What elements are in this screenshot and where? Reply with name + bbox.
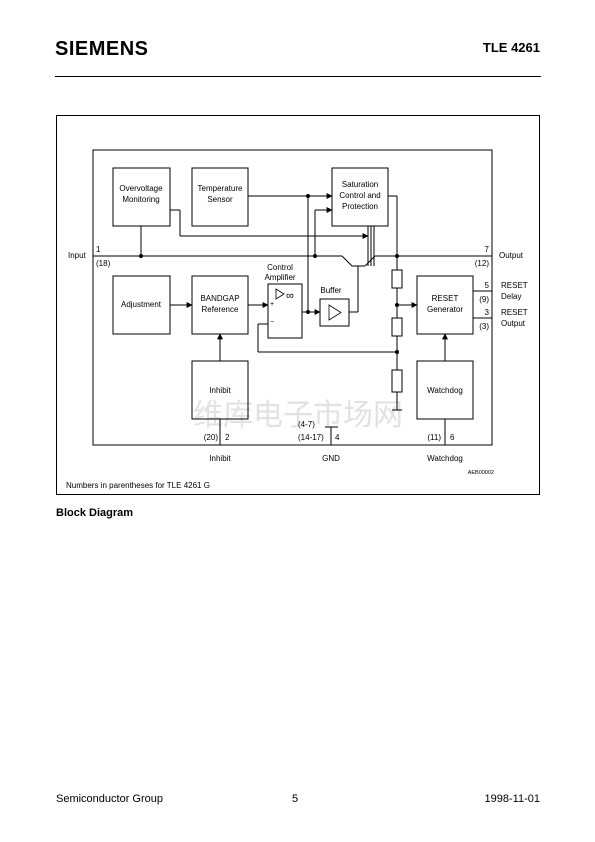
gnd-pin-alt-1: (4-7) — [298, 420, 315, 429]
svg-text:+: + — [270, 301, 274, 308]
output-label: Output — [499, 251, 524, 260]
pin-labels: Input 1 (18) Output 7 (12) 5 (9) RESET D… — [68, 245, 528, 463]
input-pin-number: 1 — [96, 245, 101, 254]
reset-output-label-2: Output — [501, 319, 526, 328]
company-logo: SIEMENS — [55, 38, 149, 60]
buffer-block: Buffer — [319, 286, 350, 327]
watchdog-pin-number: 6 — [450, 433, 455, 442]
reset-output-pin-number: 3 — [485, 308, 490, 317]
output-pin-alt: (12) — [475, 259, 490, 268]
figure-caption: Block Diagram — [56, 507, 134, 519]
figure-note: Numbers in parentheses for TLE 4261 G — [66, 481, 210, 490]
output-pin-number: 7 — [485, 245, 490, 254]
footer-page-number: 5 — [292, 793, 299, 805]
input-label: Input — [68, 251, 87, 260]
svg-text:Inhibit: Inhibit — [209, 386, 231, 395]
wiring — [93, 193, 492, 445]
inhibit-pin-number: 2 — [225, 433, 230, 442]
reset-output-pin-alt: (3) — [479, 322, 489, 331]
header-rule — [55, 76, 541, 77]
inhibit-pin-alt: (20) — [204, 433, 219, 442]
footer-date: 1998-11-01 — [484, 793, 540, 805]
svg-text:Adjustment: Adjustment — [121, 300, 162, 309]
svg-text:Watchdog: Watchdog — [427, 386, 463, 395]
watchdog-pin-label: Watchdog — [427, 454, 463, 463]
svg-text:Buffer: Buffer — [320, 286, 342, 295]
reset-delay-pin-number: 5 — [485, 281, 490, 290]
svg-text:−: − — [270, 319, 274, 326]
reset-output-label-1: RESET — [501, 308, 528, 317]
watchdog-block: Watchdog — [416, 360, 474, 420]
reset-delay-label-2: Delay — [501, 292, 521, 301]
gnd-pin-alt-2: (14-17) — [298, 433, 324, 442]
adjustment-block: Adjustment — [112, 275, 171, 335]
gnd-pin-label: GND — [322, 454, 340, 463]
watermark: 维库电子市场网 — [193, 399, 403, 432]
reset-delay-label-1: RESET — [501, 281, 528, 290]
inhibit-pin-label: Inhibit — [209, 454, 231, 463]
svg-text:∞: ∞ — [286, 290, 294, 302]
reset-delay-pin-alt: (9) — [479, 295, 489, 304]
figure-frame — [56, 115, 540, 495]
input-pin-alt: (18) — [96, 259, 111, 268]
part-number: TLE 4261 — [482, 40, 540, 55]
figure-reference-code: AEB00002 — [468, 470, 494, 476]
watchdog-pin-alt: (11) — [427, 433, 441, 442]
ic-outline — [92, 149, 493, 446]
footer-company: Semiconductor Group — [56, 793, 163, 805]
gnd-pin-number: 4 — [335, 433, 340, 442]
junction-dots — [139, 194, 399, 354]
